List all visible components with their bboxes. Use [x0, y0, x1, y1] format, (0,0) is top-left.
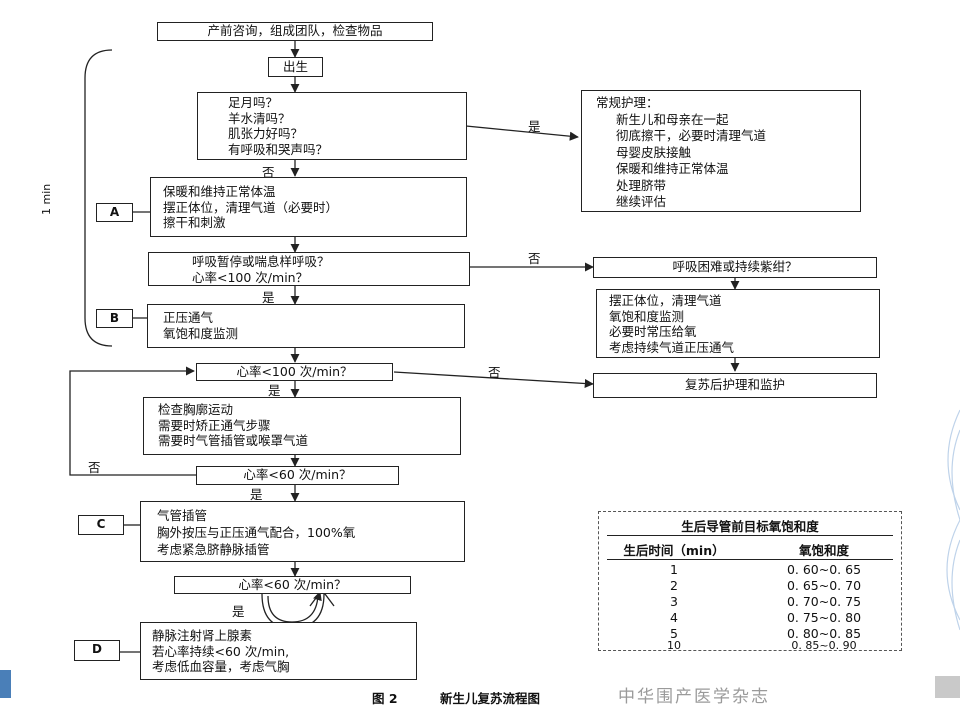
table-cell: 3 — [670, 594, 678, 609]
table-cell: 4 — [670, 610, 678, 625]
table-cell: 0. 75~0. 80 — [786, 610, 862, 625]
ppv-line: 氧饱和度监测 — [163, 325, 239, 341]
birth-box: 出生 — [268, 57, 323, 77]
assessment-box: 足月吗？ 羊水清吗？ 肌张力好吗？ 有呼吸和哭声吗？ — [197, 92, 467, 160]
start-box: 产前咨询，组成团队，检查物品 — [157, 22, 433, 41]
assess-line: 羊水清吗？ — [228, 110, 291, 126]
intubation-line: 考虑紧急脐静脉插管 — [157, 542, 270, 557]
yes-label: 是 — [232, 604, 245, 619]
breathing-line: 心率<100 次/min？ — [192, 269, 309, 285]
intubation-line: 气管插管 — [157, 508, 208, 523]
ppv-box: 正压通气 氧饱和度监测 — [147, 304, 465, 348]
figure-caption: 新生儿复苏流程图 — [440, 691, 541, 706]
decorative-pattern — [946, 409, 960, 631]
routine-line: 继续评估 — [616, 194, 667, 209]
tag-a: A — [96, 203, 133, 222]
routine-line: 母婴皮肤接触 — [616, 144, 692, 160]
post-care-text: 复苏后护理和监护 — [684, 377, 785, 392]
oxygen-saturation-table: 生后导管前目标氧饱和度 生后时间（min） 氧饱和度 1 0. 60~0. 65… — [598, 511, 902, 651]
chest-line: 需要时矫正通气步骤 — [158, 417, 271, 433]
chest-line: 检查胸廓运动 — [158, 402, 234, 417]
tag-b: B — [96, 309, 133, 328]
breathing-question-box: 呼吸暂停或喘息样呼吸？ 心率<100 次/min？ — [148, 252, 470, 286]
table-cell: 0. 60~0. 65 — [786, 562, 862, 577]
labored-line: 摆正体位，清理气道 — [609, 293, 722, 308]
yes-label: 是 — [262, 290, 275, 305]
table-cell: 10 — [667, 639, 681, 652]
birth-text: 出生 — [282, 59, 308, 74]
post-care-box: 复苏后护理和监护 — [593, 373, 877, 398]
hr60-text: 心率<60 次/min？ — [238, 577, 347, 592]
chest-check-box: 检查胸廓运动 需要时矫正通气步骤 需要时气管插管或喉罩气道 — [143, 397, 461, 455]
labored-line: 氧饱和度监测 — [609, 308, 685, 324]
table-row: 1 0. 60~0. 65 — [599, 562, 901, 578]
table-row: 10 0. 85~0. 90 — [599, 639, 901, 652]
table-cell: 2 — [670, 578, 678, 593]
table-row: 4 0. 75~0. 80 — [599, 610, 901, 626]
labored-actions-box: 摆正体位，清理气道 氧饱和度监测 必要时常压给氧 考虑持续气道正压通气 — [596, 289, 880, 358]
tag-c: C — [78, 515, 124, 535]
hr100-question-box: 心率<100 次/min？ — [196, 363, 393, 381]
no-label: 否 — [528, 251, 541, 266]
initial-line: 摆正体位，清理气道（必要时） — [163, 199, 339, 215]
table-header-row: 生后时间（min） 氧饱和度 — [599, 540, 901, 558]
table-row: 5 0. 80~0. 85 — [599, 626, 901, 642]
intubation-line: 胸外按压与正压通气配合，100%氧 — [157, 525, 356, 540]
hr60-text: 心率<60 次/min？ — [243, 467, 352, 482]
labored-text: 呼吸困难或持续紫绀？ — [672, 259, 798, 274]
table-cell: 0. 80~0. 85 — [786, 626, 862, 641]
assess-line: 有呼吸和哭声吗？ — [228, 141, 329, 157]
table-row: 2 0. 65~0. 70 — [599, 578, 901, 594]
initial-steps-box: 保暖和维持正常体温 摆正体位，清理气道（必要时） 擦干和刺激 — [150, 177, 467, 237]
routine-care-box: 常规护理： 新生儿和母亲在一起 彻底擦干，必要时清理气道 母婴皮肤接触 保暖和维… — [581, 90, 861, 212]
routine-heading: 常规护理： — [596, 95, 659, 110]
table-cell: 1 — [670, 562, 678, 577]
start-text: 产前咨询，组成团队，检查物品 — [207, 23, 383, 38]
tag-d: D — [74, 640, 120, 661]
labored-line: 考虑持续气道正压通气 — [609, 339, 735, 355]
epi-line: 考虑低血容量，考虑气胸 — [152, 659, 290, 674]
yes-label: 是 — [250, 487, 263, 502]
right-accent-bar — [935, 676, 960, 698]
table-cell: 0. 85~0. 90 — [791, 639, 857, 652]
table-cell: 5 — [670, 626, 678, 641]
breathing-line: 呼吸暂停或喘息样呼吸？ — [192, 254, 330, 269]
table-header: 生后时间（min） — [623, 543, 725, 558]
routine-line: 新生儿和母亲在一起 — [616, 111, 729, 127]
labored-question-box: 呼吸困难或持续紫绀？ — [593, 257, 877, 278]
labored-line: 必要时常压给氧 — [609, 324, 697, 339]
journal-watermark: 中华围产医学杂志 — [618, 687, 770, 707]
hr60-question-box-2: 心率<60 次/min？ — [174, 576, 411, 594]
epinephrine-box: 静脉注射肾上腺素 若心率持续<60 次/min, 考虑低血容量，考虑气胸 — [140, 622, 417, 680]
routine-line: 保暖和维持正常体温 — [616, 161, 729, 176]
no-label: 否 — [262, 165, 275, 180]
table-cell: 0. 70~0. 75 — [786, 594, 862, 609]
ppv-line: 正压通气 — [163, 310, 214, 325]
assess-line: 肌张力好吗？ — [228, 126, 304, 141]
intubation-box: 气管插管 胸外按压与正压通气配合，100%氧 考虑紧急脐静脉插管 — [140, 501, 465, 562]
figure-number: 图 2 — [372, 691, 398, 706]
table-header: 氧饱和度 — [798, 543, 849, 558]
epi-line: 若心率持续<60 次/min, — [152, 643, 290, 659]
assess-line: 足月吗？ — [228, 95, 279, 110]
hr100-text: 心率<100 次/min？ — [236, 364, 353, 379]
routine-line: 彻底擦干，必要时清理气道 — [616, 128, 767, 143]
routine-line: 处理脐带 — [616, 177, 667, 193]
no-label: 否 — [88, 460, 101, 475]
table-row: 3 0. 70~0. 75 — [599, 594, 901, 610]
one-minute-label: 1 min — [40, 183, 53, 215]
table-cell: 0. 65~0. 70 — [786, 578, 862, 593]
no-label: 否 — [488, 365, 501, 380]
initial-line: 擦干和刺激 — [163, 215, 226, 230]
chest-line: 需要时气管插管或喉罩气道 — [158, 433, 309, 448]
table-title: 生后导管前目标氧饱和度 — [681, 519, 819, 534]
left-accent-bar — [0, 670, 11, 698]
hr60-question-box-1: 心率<60 次/min？ — [196, 466, 399, 485]
yes-label: 是 — [528, 119, 541, 134]
epi-line: 静脉注射肾上腺素 — [152, 628, 253, 643]
initial-line: 保暖和维持正常体温 — [163, 184, 276, 199]
yes-label: 是 — [268, 383, 281, 398]
